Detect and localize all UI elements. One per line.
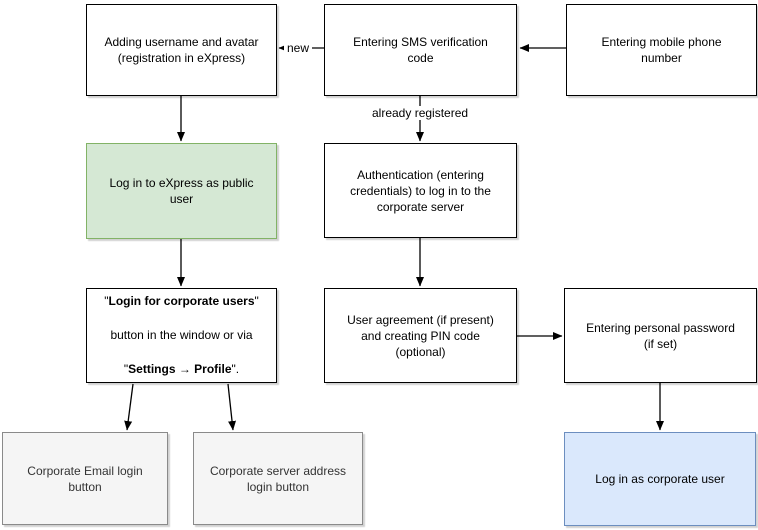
node-label: Entering mobile phone number	[601, 35, 722, 65]
node-label-line1: "Login for corporate users"	[104, 294, 259, 308]
node-label: Log in to eXpress as public user	[109, 176, 254, 206]
edge-label-already-registered: already registered	[369, 106, 472, 120]
node-label: "Login for corporate users" button in th…	[87, 276, 276, 395]
edge-corpbtn-to-email	[124, 383, 134, 431]
node-label-line3: "Settings → Profile".	[123, 362, 240, 376]
node-label: Adding username and avatar (registration…	[104, 35, 259, 65]
node-personal-password: Entering personal password (if set)	[564, 288, 757, 383]
node-corporate-email-login-button: Corporate Email login button	[2, 432, 168, 525]
node-label: Authentication (entering credentials) to…	[350, 167, 491, 214]
bold-login-for-corporate-users: Login for corporate users	[108, 294, 255, 308]
node-label: Log in as corporate user	[595, 472, 725, 486]
node-label-line2: button in the window or via	[110, 328, 253, 342]
bold-settings-profile: Settings → Profile	[128, 362, 232, 376]
node-corporate-server-address-login-button: Corporate server address login button	[193, 432, 363, 525]
node-login-as-corporate-user: Log in as corporate user	[564, 432, 756, 526]
node-authentication-corporate-server: Authentication (entering credentials) to…	[324, 143, 517, 238]
node-sms-verification-code: Entering SMS verification code	[324, 4, 517, 96]
node-label: Entering personal password (if set)	[586, 320, 735, 351]
node-label: Corporate server address login button	[209, 463, 347, 494]
node-label: Entering SMS verification code	[353, 35, 488, 65]
edge-label-new: new	[284, 41, 313, 55]
edge-corpbtn-to-srvaddr	[227, 383, 237, 431]
node-user-agreement-pin-code: User agreement (if present) and creating…	[324, 288, 517, 383]
node-mobile-phone-number: Entering mobile phone number	[566, 4, 757, 96]
node-label: User agreement (if present) and creating…	[347, 312, 494, 359]
node-adding-username-avatar: Adding username and avatar (registration…	[86, 4, 277, 96]
node-login-for-corporate-users-button: "Login for corporate users" button in th…	[86, 288, 277, 383]
node-label: Corporate Email login button	[27, 463, 143, 494]
node-login-public-user: Log in to eXpress as public user	[86, 143, 277, 239]
